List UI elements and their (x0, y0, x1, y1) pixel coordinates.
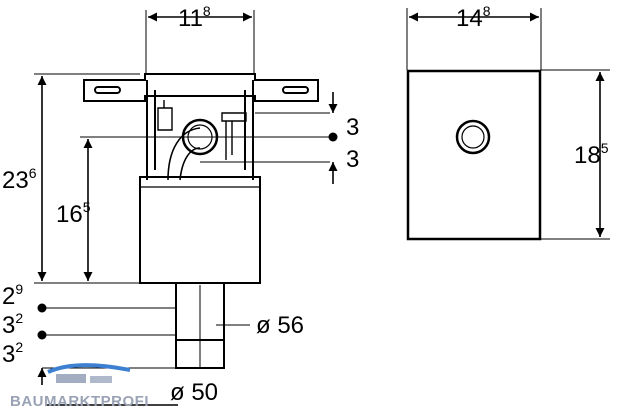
label-drop-1: 29 (2, 281, 23, 310)
cover-panel (406, 69, 542, 241)
cover-panel-drawing (406, 8, 610, 241)
mounting-bracket (83, 73, 319, 102)
label-total-height: 236 (2, 165, 37, 194)
label-diameter-inner: ø 50 (170, 379, 218, 406)
label-mid-height: 165 (56, 199, 91, 228)
dim-dot-drop-2 (37, 330, 47, 340)
box-frame (146, 80, 254, 180)
dim-dot-center (328, 132, 338, 142)
label-offset-a: 3 (346, 114, 359, 141)
label-top-width: 118 (178, 3, 211, 32)
panel-hole-outer (455, 119, 491, 155)
outlet-pipe (175, 283, 225, 340)
dim-dot-drop-1 (37, 303, 47, 313)
watermark-text: BAUMARKTPROFI (10, 393, 149, 408)
label-drop-3: 32 (2, 339, 23, 368)
label-panel-width: 148 (456, 3, 491, 32)
bracket-slot-right (282, 86, 309, 94)
bracket-slot-left (94, 86, 121, 94)
label-drop-2: 32 (2, 310, 23, 339)
watermark-logo: BAUMARKTPROFI (10, 363, 149, 408)
reference-lines (34, 10, 330, 369)
label-diameter-outer: ø 56 (256, 312, 304, 339)
label-offset-b: 3 (346, 146, 359, 173)
panel-hole-inner (461, 125, 485, 149)
box-body (139, 176, 261, 284)
label-panel-height: 185 (574, 140, 609, 169)
